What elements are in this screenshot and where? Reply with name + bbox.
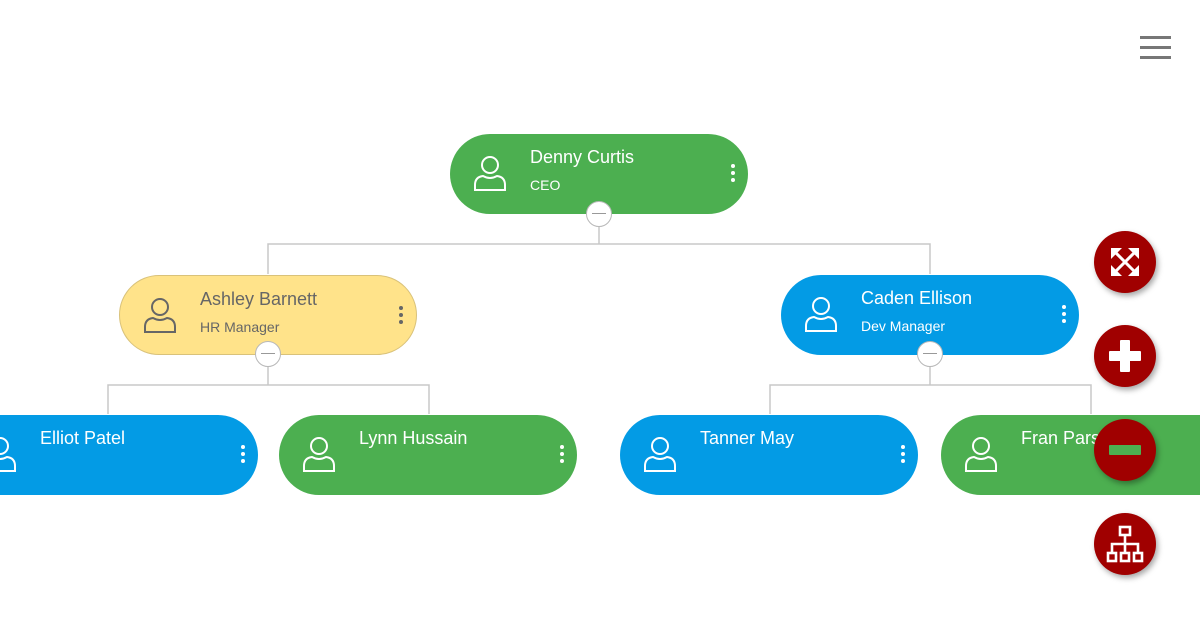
user-avatar-icon	[0, 435, 18, 473]
user-avatar-icon	[642, 435, 678, 473]
link-ashley-children	[107, 367, 430, 414]
user-avatar-icon	[472, 154, 508, 192]
user-avatar-icon	[803, 295, 839, 333]
org-node-denny-curtis[interactable]: Denny Curtis CEO	[450, 134, 748, 214]
node-name: Lynn Hussain	[359, 428, 468, 448]
node-more-options-icon[interactable]	[1059, 303, 1069, 327]
node-title: CEO	[530, 177, 561, 193]
org-node-fran-pars[interactable]: Fran Pars	[941, 415, 1200, 495]
user-avatar-icon	[963, 435, 999, 473]
zoom-out-button[interactable]	[1094, 419, 1156, 481]
hamburger-menu-icon[interactable]	[1140, 36, 1172, 62]
node-more-options-icon[interactable]	[396, 304, 406, 328]
node-name: Caden Ellison	[861, 288, 973, 308]
node-name: Denny Curtis	[530, 147, 635, 167]
collapse-toggle-denny[interactable]	[586, 201, 612, 227]
org-node-tanner-may[interactable]: Tanner May	[620, 415, 918, 495]
node-title: Dev Manager	[861, 318, 946, 334]
org-node-lynn-hussain[interactable]: Lynn Hussain	[279, 415, 577, 495]
user-avatar-icon	[142, 296, 178, 334]
node-more-options-icon[interactable]	[898, 443, 908, 467]
zoom-out-icon	[1109, 445, 1141, 455]
link-denny-children	[267, 227, 931, 274]
node-name: Elliot Patel	[40, 428, 126, 448]
node-name: Fran Pars	[1021, 428, 1101, 448]
node-title: HR Manager	[200, 319, 280, 335]
collapse-toggle-caden[interactable]	[917, 341, 943, 367]
org-layout-icon	[1106, 525, 1144, 563]
node-name: Ashley Barnett	[200, 289, 318, 309]
collapse-toggle-ashley[interactable]	[255, 341, 281, 367]
fullscreen-icon	[1111, 248, 1139, 276]
node-more-options-icon[interactable]	[238, 443, 248, 467]
node-more-options-icon[interactable]	[728, 162, 738, 186]
user-avatar-icon	[301, 435, 337, 473]
link-caden-children	[769, 367, 1092, 414]
node-name: Tanner May	[700, 428, 795, 448]
fullscreen-button[interactable]	[1094, 231, 1156, 293]
org-layout-button[interactable]	[1094, 513, 1156, 575]
zoom-in-button[interactable]	[1094, 325, 1156, 387]
zoom-in-icon	[1109, 340, 1141, 372]
node-more-options-icon[interactable]	[557, 443, 567, 467]
org-node-elliot-patel[interactable]: Elliot Patel	[0, 415, 258, 495]
